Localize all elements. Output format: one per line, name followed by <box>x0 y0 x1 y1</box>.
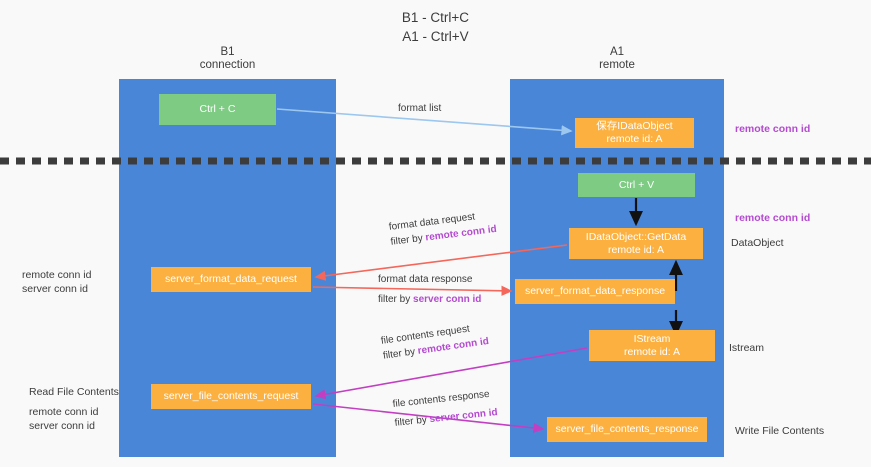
edge-label-format-list: format list <box>398 103 442 114</box>
column-header-a1: A1 remote <box>510 46 724 72</box>
node-server-file-contents-request[interactable]: server_file_contents_request <box>151 384 311 409</box>
node-idataobject-saved-line1: 保存IDataObject <box>596 120 673 132</box>
edge-label-format-data-request: format data request filter by remote con… <box>388 207 498 250</box>
node-istream-line1: IStream <box>633 332 671 345</box>
node-server-file-contents-request-label: server_file_contents_request <box>163 390 299 402</box>
label-write-file-contents: Write File Contents <box>735 425 825 437</box>
node-server-format-data-response[interactable]: server_format_data_response <box>515 279 675 304</box>
node-idataobject-saved-line2: remote id: A <box>606 133 663 145</box>
node-idataobject-getdata-line1: IDataObject::GetData <box>585 230 687 243</box>
column-header-b1: B1 connection <box>119 46 336 72</box>
node-ctrl-v-label: Ctrl + V <box>618 178 655 191</box>
label-remote-conn-id-top: remote conn id <box>735 123 811 135</box>
filter-prefix-3: filter by <box>382 345 419 362</box>
node-server-format-data-response-label: server_format_data_response <box>524 285 666 297</box>
node-istream[interactable]: IStream remote id: A <box>589 330 715 361</box>
node-idataobject-getdata-line2: remote id: A <box>607 243 665 256</box>
label-left-group-1-server: server conn id <box>22 283 88 295</box>
label-left-group-2: Read File Contents remote conn id server… <box>29 385 119 433</box>
label-left-group-1: remote conn id server conn id <box>22 268 91 296</box>
edge-label-format-data-response-line2: filter by server conn id <box>378 292 481 307</box>
node-server-file-contents-response[interactable]: server_file_contents_response <box>547 417 707 442</box>
node-idataobject-saved[interactable]: 保存IDataObject remote id: A <box>575 118 694 148</box>
edge-label-format-data-response-line1: format data response <box>378 274 473 285</box>
edge-label-file-contents-request: file contents request filter by remote c… <box>380 319 490 364</box>
diagram-title: B1 - Ctrl+C A1 - Ctrl+V <box>0 8 871 46</box>
node-ctrl-c[interactable]: Ctrl + C <box>159 94 276 125</box>
filter-key-4: server conn id <box>429 407 499 426</box>
label-remote-conn-id-mid: remote conn id <box>735 212 811 224</box>
node-idataobject-getdata[interactable]: IDataObject::GetData remote id: A <box>569 228 703 259</box>
node-server-file-contents-response-label: server_file_contents_response <box>555 423 699 435</box>
title-line-2: A1 - Ctrl+V <box>402 29 469 44</box>
label-left-group-1-remote: remote conn id <box>22 269 92 281</box>
label-left-group-2-server: server conn id <box>29 420 95 432</box>
column-header-a1-line1: A1 <box>609 46 625 58</box>
node-ctrl-c-label: Ctrl + C <box>199 103 236 115</box>
label-istream: Istream <box>729 342 765 354</box>
column-header-b1-line2: connection <box>199 59 256 71</box>
node-server-format-data-request-label: server_format_data_request <box>165 273 297 285</box>
label-read-file-contents: Read File Contents <box>29 386 119 398</box>
filter-prefix-1: filter by <box>390 232 427 248</box>
column-header-b1-line1: B1 <box>220 46 235 58</box>
column-header-a1-line2: remote <box>599 59 635 71</box>
edge-label-format-data-response: format data response filter by server co… <box>378 272 481 307</box>
node-ctrl-v[interactable]: Ctrl + V <box>578 173 695 197</box>
filter-prefix-2: filter by <box>378 294 414 305</box>
filter-prefix-4: filter by <box>394 414 431 429</box>
label-dataobject: DataObject <box>731 237 784 249</box>
edge-label-file-contents-response: file contents response filter by server … <box>392 386 498 431</box>
node-istream-line2: remote id: A <box>623 345 681 358</box>
label-left-group-2-remote: remote conn id <box>29 406 99 418</box>
title-line-1: B1 - Ctrl+C <box>401 10 470 25</box>
node-server-format-data-request[interactable]: server_format_data_request <box>151 267 311 292</box>
filter-key-2: server conn id <box>413 294 482 305</box>
